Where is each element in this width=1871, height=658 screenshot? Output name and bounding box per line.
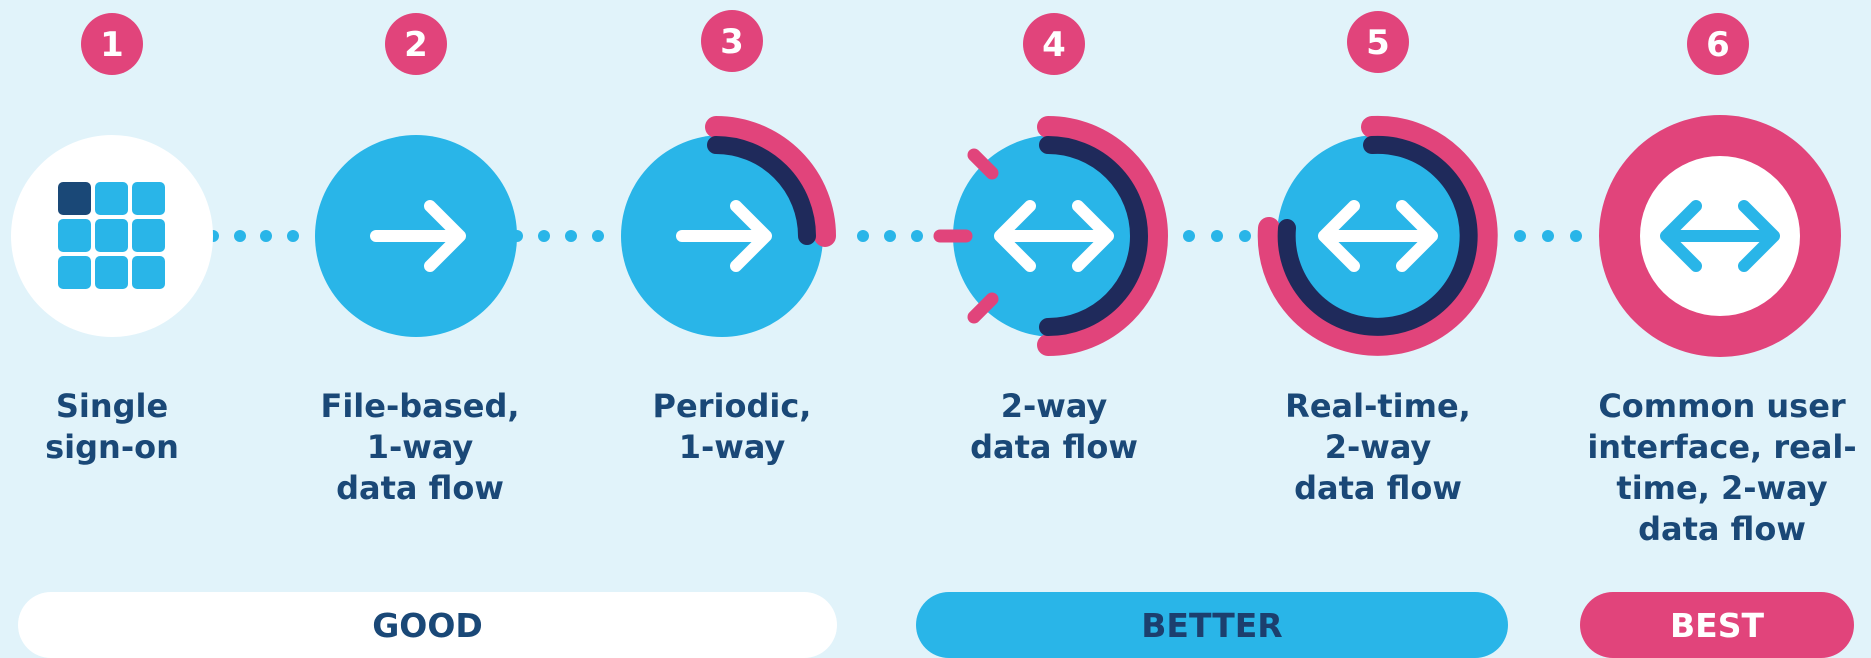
connector-dots [207, 230, 1582, 242]
stage-3-label: Periodic, 1-way [652, 387, 812, 466]
stage-1-number-badge [81, 13, 143, 75]
stage-5-number: 5 [1366, 23, 1390, 63]
stage-6-label: Common user interface, real- time, 2-way… [1587, 387, 1857, 548]
double-arrow-icon [1660, 200, 1780, 272]
stage-4-number-badge [1023, 13, 1085, 75]
double-arrow-icon [994, 200, 1114, 272]
right-arrow-icon [676, 200, 772, 272]
stage-3-inner-arc [707, 136, 816, 245]
stage-5-outer-arc [1257, 115, 1498, 356]
stage-4-number: 4 [1042, 25, 1066, 65]
stage-4-inner-arc [1039, 136, 1148, 336]
stage-5-inner-arc [1277, 135, 1478, 336]
good-band: GOOD [18, 592, 837, 658]
stage-3-outer-arc [705, 116, 836, 247]
stage-4: 4 [933, 13, 1168, 356]
better-band: BETTER [916, 592, 1508, 658]
stage-2: 2 [315, 13, 517, 337]
stage-2-number: 2 [404, 25, 428, 65]
stage-2-label: File-based, 1-way data flow [320, 387, 520, 507]
best-band: BEST [1580, 592, 1854, 658]
stage-1-number: 1 [100, 25, 124, 65]
stage-6: 6 [1599, 13, 1841, 357]
stage-2-number-badge [385, 13, 447, 75]
stage-5-label: Real-time, 2-way data flow [1285, 387, 1471, 507]
stage-3: 3 [621, 10, 836, 337]
double-arrow-icon [1318, 200, 1438, 272]
stage-4-label: 2-way data flow [970, 387, 1138, 466]
stage-3-number: 3 [720, 22, 744, 62]
app-grid-icon [58, 182, 165, 289]
stage-6-number-badge [1687, 13, 1749, 75]
stage-4-outer-arc [1037, 116, 1168, 356]
stage-1-label: Single sign-on [45, 387, 179, 466]
right-arrow-icon [370, 200, 466, 272]
stage-5-number-badge [1347, 11, 1409, 73]
stage-4-tick-marks [933, 148, 999, 324]
stage-1: 1 [11, 13, 213, 337]
stage-3-number-badge [701, 10, 763, 72]
stage-6-number: 6 [1706, 25, 1730, 65]
stage-5: 5 [1257, 11, 1498, 356]
